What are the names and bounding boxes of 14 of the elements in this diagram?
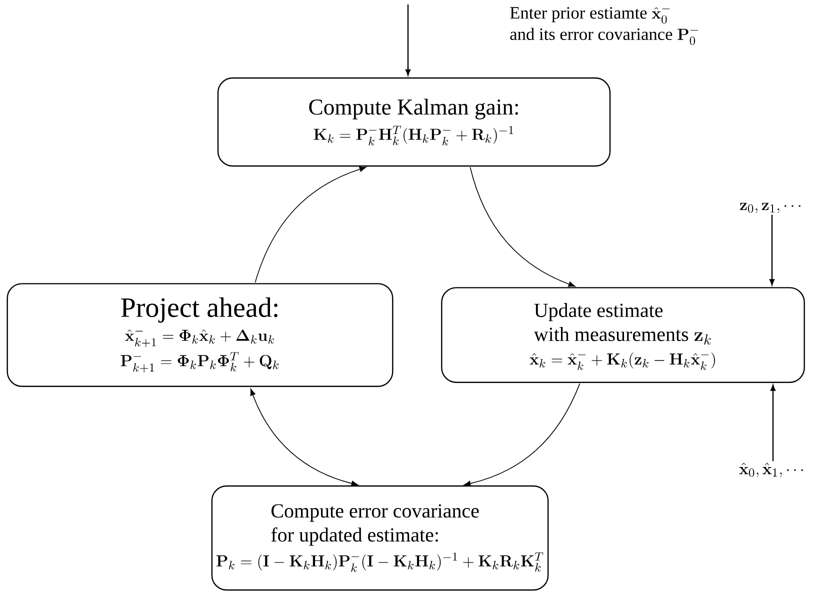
process-box: Project ahead: $\hat{\mathbf{x}}_{k+1}^- = \mathbf{\Phi}_k \hat{\mathbf{x}}_k + \mathbf{\Delta}_k \mathbf{u}_k$ $\mathbf{P}_{k+1}^- = \mathbf{\Phi}_k \mathbf{P}_k \mathbf{\Phi}_k^T + \mathbf{Q}_k$ [6,283,394,387]
arrow [405,4,411,76]
arrow [250,388,358,486]
input-label: $\mathbf{z}_0, \mathbf{z}_1, \cdots$ [740,202,800,214]
arrow [254,166,366,283]
arrow [464,383,580,486]
arrow [470,166,576,287]
process-box: Compute error covariance for updated estimate: $\mathbf{P}_k = (\mathbf{I} - \mathbf{K}_k \mathbf{H}_k) \mathbf{P}_k^- (\mathbf{I} - \mathbf{K}_k \mathbf{H}_k)^{-1} + \mathbf{K}_k \mathbf{R}_k \mathbf{K}_k^T$ [211,485,549,591]
process-box: Update estimate with measurements $\mathbf{z}_k$ $\hat{\mathbf{x}}_k = \hat{\mathbf{x}}_k^- + \mathbf{K}_k (\mathbf{z}_k - \mathbf{H}_k \hat{\mathbf{x}}_k^-)$ [441,287,805,383]
arrow [770,384,776,462]
input-label: $\hat{\mathbf{x}}_0, \hat{\mathbf{x}}_1, \cdots$ [739,462,803,478]
arrow [769,214,775,286]
input-label: Enter prior estiamte $\hat{\mathbf{x}}_0^-$ and its error covariance $\mathbf{P}_0^-$ [510,7,698,45]
process-box: Compute Kalman gain: $\mathbf{K}_k = \mathbf{P}_k^- \mathbf{H}_k^T (\mathbf{H}_k \mathbf{P}_k^- + \mathbf{R}_k)^{-1}$ [217,77,611,167]
